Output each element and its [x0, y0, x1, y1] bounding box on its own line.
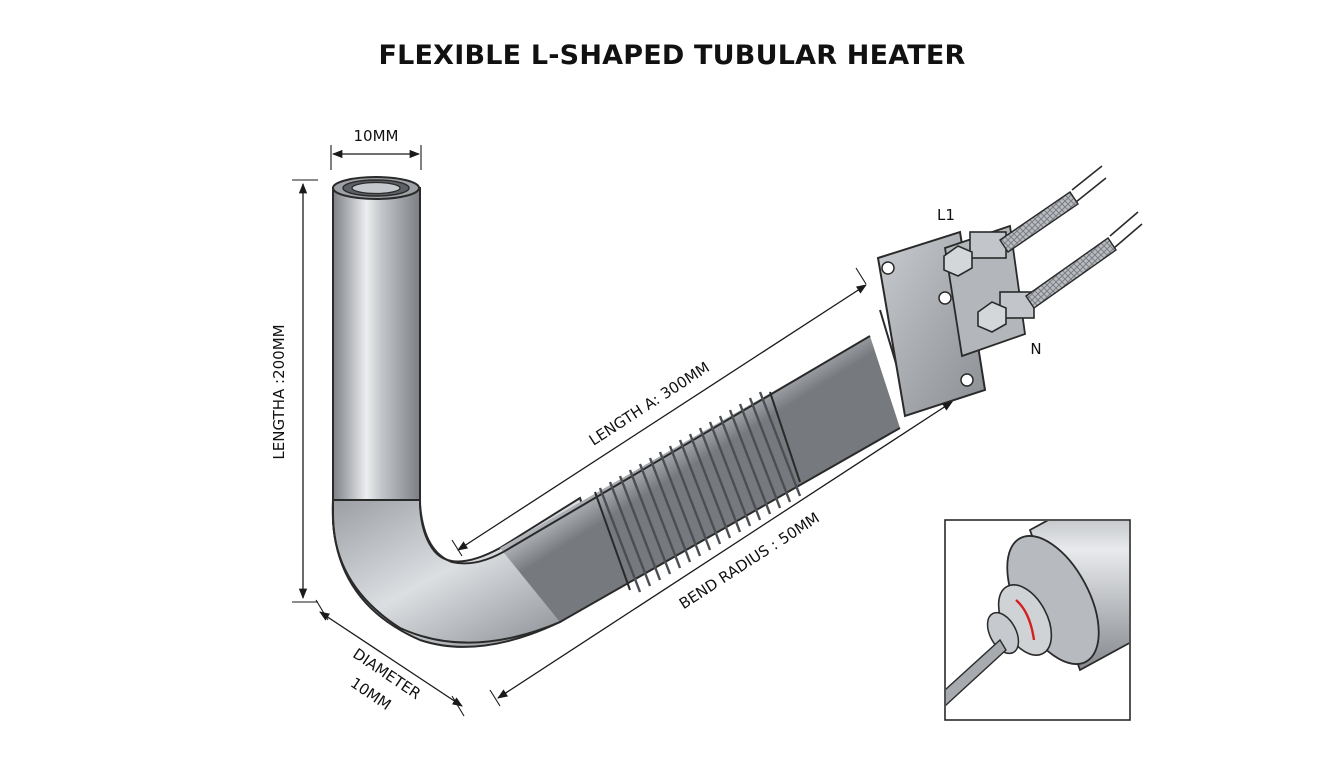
lead-wire-l1 — [999, 165, 1107, 253]
dimension-length-b — [292, 179, 318, 603]
diagram-title: FLEXIBLE L-SHAPED TUBULAR HEATER — [378, 40, 966, 71]
dimension-diameter — [315, 599, 465, 717]
dimension-bend-radius — [489, 401, 953, 707]
label-terminal-l1: L1 — [937, 206, 955, 224]
inset-cross-section — [944, 519, 1131, 721]
label-length-a: LENGTH A: 300MM — [586, 358, 713, 449]
dimension-top-width — [330, 145, 422, 170]
tube-open-end — [332, 176, 420, 200]
label-top-width: 10MM — [354, 127, 399, 145]
label-length-b: LENGTHA :200MM — [270, 324, 288, 459]
lead-wire-n — [1025, 211, 1143, 309]
terminal-bolt-l1 — [943, 231, 1007, 277]
label-terminal-n: N — [1030, 340, 1041, 358]
